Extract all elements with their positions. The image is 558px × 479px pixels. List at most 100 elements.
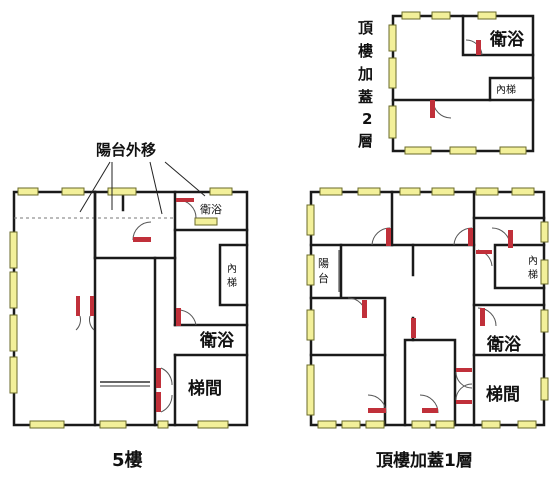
window [9, 231, 18, 269]
window [157, 420, 169, 429]
plan-roof-level-2: 衛浴 內梯 頂 樓 加 蓋 2 層 [357, 11, 535, 155]
window [404, 146, 432, 155]
roof1-wall-g [309, 353, 387, 427]
plan-5th-floor: 衛浴 內 梯 衛浴 梯間 5樓 [9, 187, 249, 471]
roof1-wall-f [309, 243, 387, 357]
window [209, 187, 233, 196]
room-label-stairwell: 梯間 [188, 378, 222, 399]
window [61, 187, 85, 196]
arrow-line [149, 161, 163, 215]
plan-caption-5f: 5樓 [112, 449, 143, 471]
door-icon [491, 227, 513, 248]
window [431, 187, 455, 196]
window [319, 187, 343, 196]
room-label-stairwell: 梯間 [486, 384, 520, 405]
window [475, 187, 499, 196]
window [401, 11, 421, 20]
door-icon [477, 307, 497, 327]
caption-char: 樓 [358, 42, 373, 60]
window [540, 259, 549, 285]
5f-inner-stair-walls [218, 243, 249, 307]
door-icon [455, 368, 473, 404]
door-icon [75, 296, 95, 331]
room-label-bath: 衛浴 [199, 330, 235, 351]
room-label-bath-small: 衛浴 [200, 203, 222, 216]
door-icon [453, 227, 473, 246]
roof1-wall-b [390, 190, 476, 247]
window [29, 420, 65, 429]
door-icon [476, 249, 493, 267]
window [388, 57, 397, 89]
door-icon [371, 227, 391, 246]
annotation-balcony-moved: 陽台外移 [79, 141, 206, 215]
door-icon [367, 394, 387, 414]
door-icon [430, 99, 452, 119]
window [499, 146, 527, 155]
window [9, 314, 18, 352]
window [388, 24, 397, 52]
caption-char: 蓋 [358, 88, 373, 106]
window [306, 204, 315, 236]
roof1-wall-a [309, 190, 394, 247]
room-label-inner-stair: 內 梯 [227, 263, 240, 289]
caption-char: 頂 [358, 19, 374, 37]
window [431, 11, 451, 20]
door-icon [176, 308, 197, 326]
door-icon [347, 297, 367, 318]
window [107, 187, 137, 196]
room-label-bath: 衛浴 [486, 334, 522, 355]
window [306, 254, 315, 286]
window [481, 420, 501, 429]
window [341, 420, 361, 429]
5f-wall-b [93, 256, 157, 427]
window [517, 420, 537, 429]
room-label-inner-stair: 內 梯 [528, 255, 541, 281]
inner-stair-char-2: 梯 [528, 268, 538, 281]
door-icon [132, 221, 152, 242]
window [197, 420, 229, 429]
door-icon [176, 198, 197, 219]
balcony-char-1: 陽 [318, 257, 329, 270]
window [306, 309, 315, 341]
door-icon [419, 394, 439, 414]
room-label-inner-stair: 內梯 [496, 83, 516, 96]
window [477, 11, 497, 20]
window [540, 309, 549, 333]
window [17, 187, 39, 196]
window [99, 420, 127, 429]
inner-stair-char-2: 梯 [227, 276, 237, 289]
window [9, 271, 18, 309]
caption-char: 2 [362, 110, 372, 128]
caption-char: 加 [357, 65, 373, 83]
window [357, 187, 381, 196]
roof2-wall-a [461, 14, 535, 57]
door-icon [465, 39, 483, 56]
room-label-bath: 衛浴 [489, 29, 525, 50]
window [399, 187, 421, 196]
arrow-line [79, 161, 111, 213]
arrow-line [164, 161, 206, 197]
caption-char: 層 [358, 132, 373, 150]
roof1-wall-i [403, 338, 457, 427]
inner-stair-char-1: 內 [227, 263, 237, 275]
window [435, 420, 455, 429]
window [194, 217, 218, 226]
window [449, 146, 477, 155]
balcony-char-2: 台 [318, 271, 329, 285]
window [540, 221, 549, 243]
annotation-text: 陽台外移 [96, 141, 156, 159]
roof1-wall-e [472, 303, 546, 357]
inner-stair-char-1: 內 [528, 255, 538, 267]
door-icon [156, 367, 173, 413]
window [306, 364, 315, 416]
window [388, 105, 397, 139]
window [411, 420, 431, 429]
door-icon [411, 318, 416, 338]
plan-caption-roof-2: 頂 樓 加 蓋 2 層 [357, 19, 374, 150]
plan-roof-level-1: 陽 台 內 梯 衛浴 梯間 頂樓加蓋1層 [306, 187, 549, 471]
window [317, 420, 337, 429]
roof1-inner-stair-walls [493, 243, 546, 290]
window [511, 187, 535, 196]
window [9, 356, 18, 394]
